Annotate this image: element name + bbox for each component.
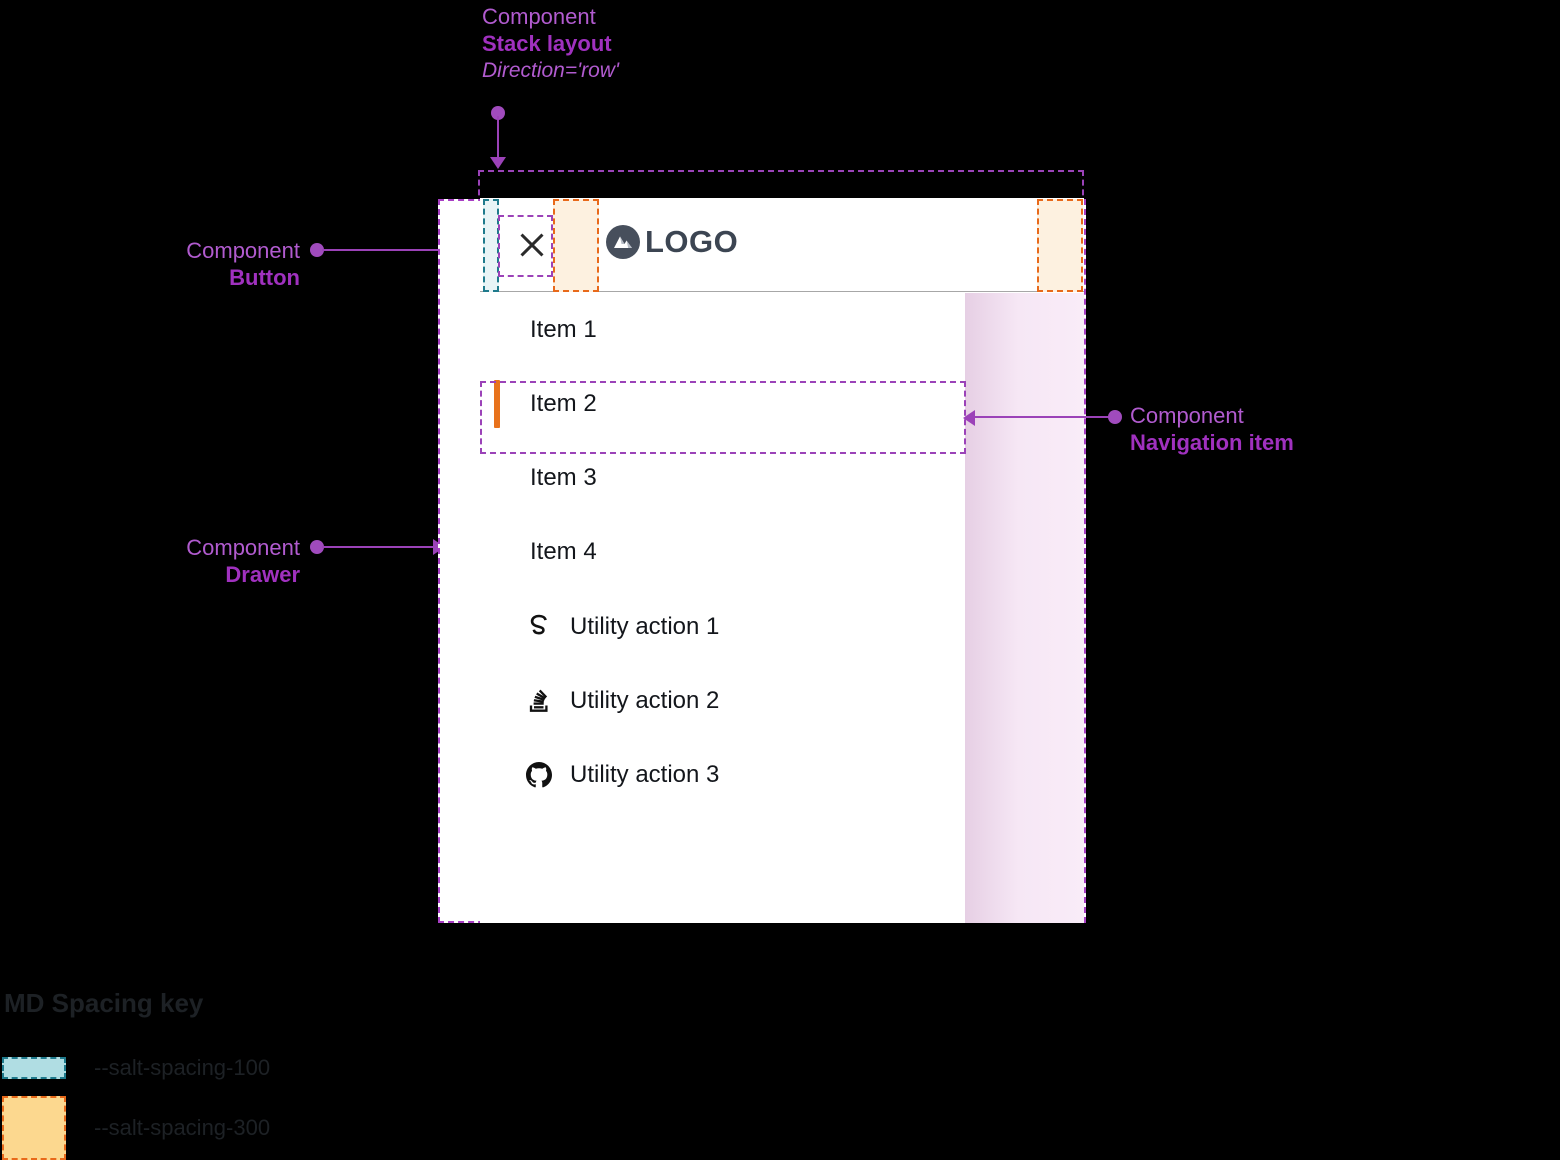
spacing-overlay-100-left (483, 199, 499, 292)
selected-indicator (494, 380, 500, 428)
annotation-kind: Component (186, 535, 300, 560)
github-icon (526, 762, 552, 788)
mountain-logo-icon (605, 224, 641, 260)
navigation-list: Item 1 Item 2 Item 3 Item 4 (480, 293, 1084, 589)
annotation-navigation-item: Component Navigation item (1130, 403, 1294, 457)
leader-line-navigation-item (975, 416, 1112, 418)
annotation-name: Button (229, 264, 300, 290)
utility-action-label: Utility action 3 (570, 761, 720, 788)
leader-line-button (322, 249, 473, 251)
utility-action-3[interactable]: Utility action 3 (480, 738, 1084, 812)
logo-text: LOGO (645, 224, 739, 259)
leader-dot-drawer (310, 540, 324, 554)
leader-line-stack-layout (497, 116, 499, 158)
spacing-key-title: MD Spacing key (4, 988, 204, 1018)
logo: LOGO (605, 224, 738, 260)
spacing-key-label: --salt-spacing-100 (94, 1055, 271, 1080)
annotation-prop: Direction='row' (482, 58, 619, 82)
leader-line-drawer (322, 546, 436, 548)
leader-dot-navigation-item (1108, 410, 1122, 424)
annotation-name: Drawer (225, 561, 300, 587)
leader-arrow-stack-layout (490, 157, 506, 169)
nav-item-label: Item 3 (530, 464, 597, 491)
annotation-kind: Component (1130, 403, 1244, 428)
utility-action-list: Utility action 1 Utility action 2 (480, 590, 1084, 812)
annotation-name: Stack layout (482, 30, 612, 56)
leader-arrow-drawer (433, 539, 445, 555)
spacing-swatch-100 (2, 1057, 66, 1079)
nav-item-label: Item 2 (530, 390, 597, 417)
leader-dot-stack-layout (491, 106, 505, 120)
annotation-kind: Component (186, 238, 300, 263)
spacing-key-row-300: --salt-spacing-300 (2, 1096, 270, 1160)
nav-item-label: Item 1 (530, 316, 597, 343)
close-icon (515, 228, 549, 262)
utility-action-2[interactable]: Utility action 2 (480, 664, 1084, 738)
spacing-overlay-300-right (1037, 199, 1083, 292)
utility-action-label: Utility action 1 (570, 613, 720, 640)
nav-item-1[interactable]: Item 1 (480, 293, 1084, 367)
annotation-kind: Component (482, 4, 596, 29)
nav-item-label: Item 4 (530, 538, 597, 565)
spacing-swatch-300 (2, 1096, 66, 1160)
annotation-name: Navigation item (1130, 429, 1294, 455)
spacing-key-row-100: --salt-spacing-100 (2, 1055, 270, 1081)
overflow-shade (965, 293, 1084, 923)
spacing-key-label: --salt-spacing-300 (94, 1115, 271, 1140)
leader-dot-button (310, 243, 324, 257)
salt-s-icon (526, 614, 552, 640)
spacing-overlay-300-after-button (553, 199, 599, 292)
annotation-stack-layout: Component Stack layout Direction='row' (482, 4, 619, 83)
annotation-drawer: Component Drawer (0, 535, 300, 589)
leader-arrow-navigation-item (963, 410, 975, 426)
nav-item-2[interactable]: Item 2 (480, 367, 1084, 441)
utility-action-label: Utility action 2 (570, 687, 720, 714)
nav-item-4[interactable]: Item 4 (480, 515, 1084, 589)
drawer: LOGO Item 1 Item 2 Item 3 Item 4 (480, 198, 1084, 923)
stack-overflow-icon (526, 688, 552, 714)
annotation-button: Component Button (0, 238, 300, 292)
utility-action-1[interactable]: Utility action 1 (480, 590, 1084, 664)
close-button[interactable] (512, 225, 552, 265)
nav-item-3[interactable]: Item 3 (480, 441, 1084, 515)
